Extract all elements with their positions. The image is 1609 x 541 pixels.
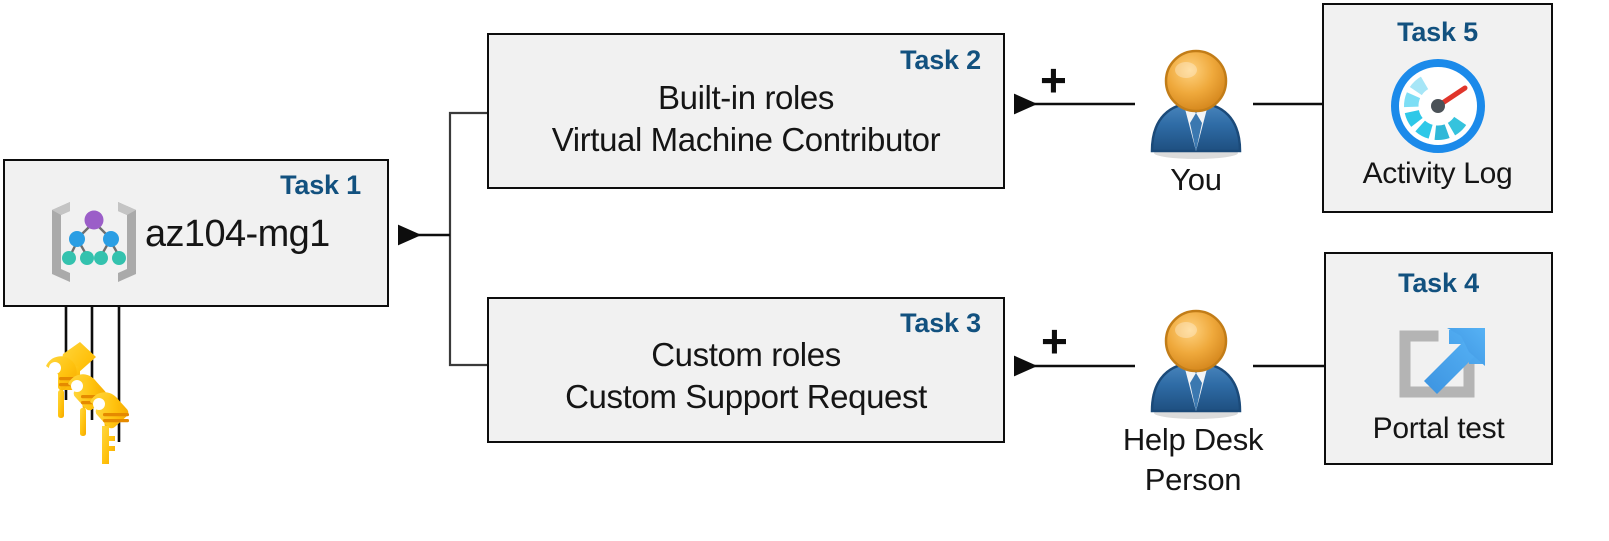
plus-operator-top: + — [1040, 54, 1067, 106]
person-icon — [1150, 49, 1242, 159]
task-5-label: Task 5 — [1397, 17, 1478, 47]
you-caption: You — [1170, 162, 1222, 197]
help-desk-caption: Help Desk Person — [1122, 422, 1264, 497]
task-3-line-2: Custom Support Request — [565, 378, 927, 415]
task-3-label: Task 3 — [900, 308, 981, 338]
task-4-label: Task 4 — [1398, 268, 1479, 298]
task-1-label: Task 1 — [280, 170, 361, 200]
task-2-box[interactable]: Task 2 Built-in roles Virtual Machine Co… — [487, 33, 1005, 189]
task-4-caption: Portal test — [1372, 412, 1505, 445]
key-3 — [90, 392, 129, 464]
task-3-line-1: Custom roles — [651, 336, 841, 373]
plus-operator-bottom: + — [1041, 315, 1068, 367]
help-desk-avatar[interactable] — [1138, 307, 1254, 423]
management-group-icon — [52, 202, 136, 282]
open-in-new-window-icon — [1399, 328, 1485, 398]
you-avatar[interactable] — [1138, 47, 1254, 163]
task-2-line-2: Virtual Machine Contributor — [551, 121, 941, 158]
task-5-caption: Activity Log — [1362, 157, 1513, 190]
task-2-line-1: Built-in roles — [658, 79, 834, 116]
task-4-box[interactable]: Task 4 Portal test — [1324, 252, 1553, 465]
task-5-box[interactable]: Task 5 Activity Log — [1322, 3, 1553, 213]
task-1-title: az104-mg1 — [145, 213, 330, 255]
gauge-icon — [1390, 59, 1485, 153]
keys-icon — [46, 342, 129, 464]
task-1-box[interactable]: Task 1 az104-mg1 — [3, 159, 389, 307]
person-icon — [1150, 309, 1242, 419]
connector-tasks-to-task1 — [398, 111, 487, 367]
task-2-label: Task 2 — [900, 45, 981, 75]
task-3-box[interactable]: Task 3 Custom roles Custom Support Reque… — [487, 297, 1005, 443]
